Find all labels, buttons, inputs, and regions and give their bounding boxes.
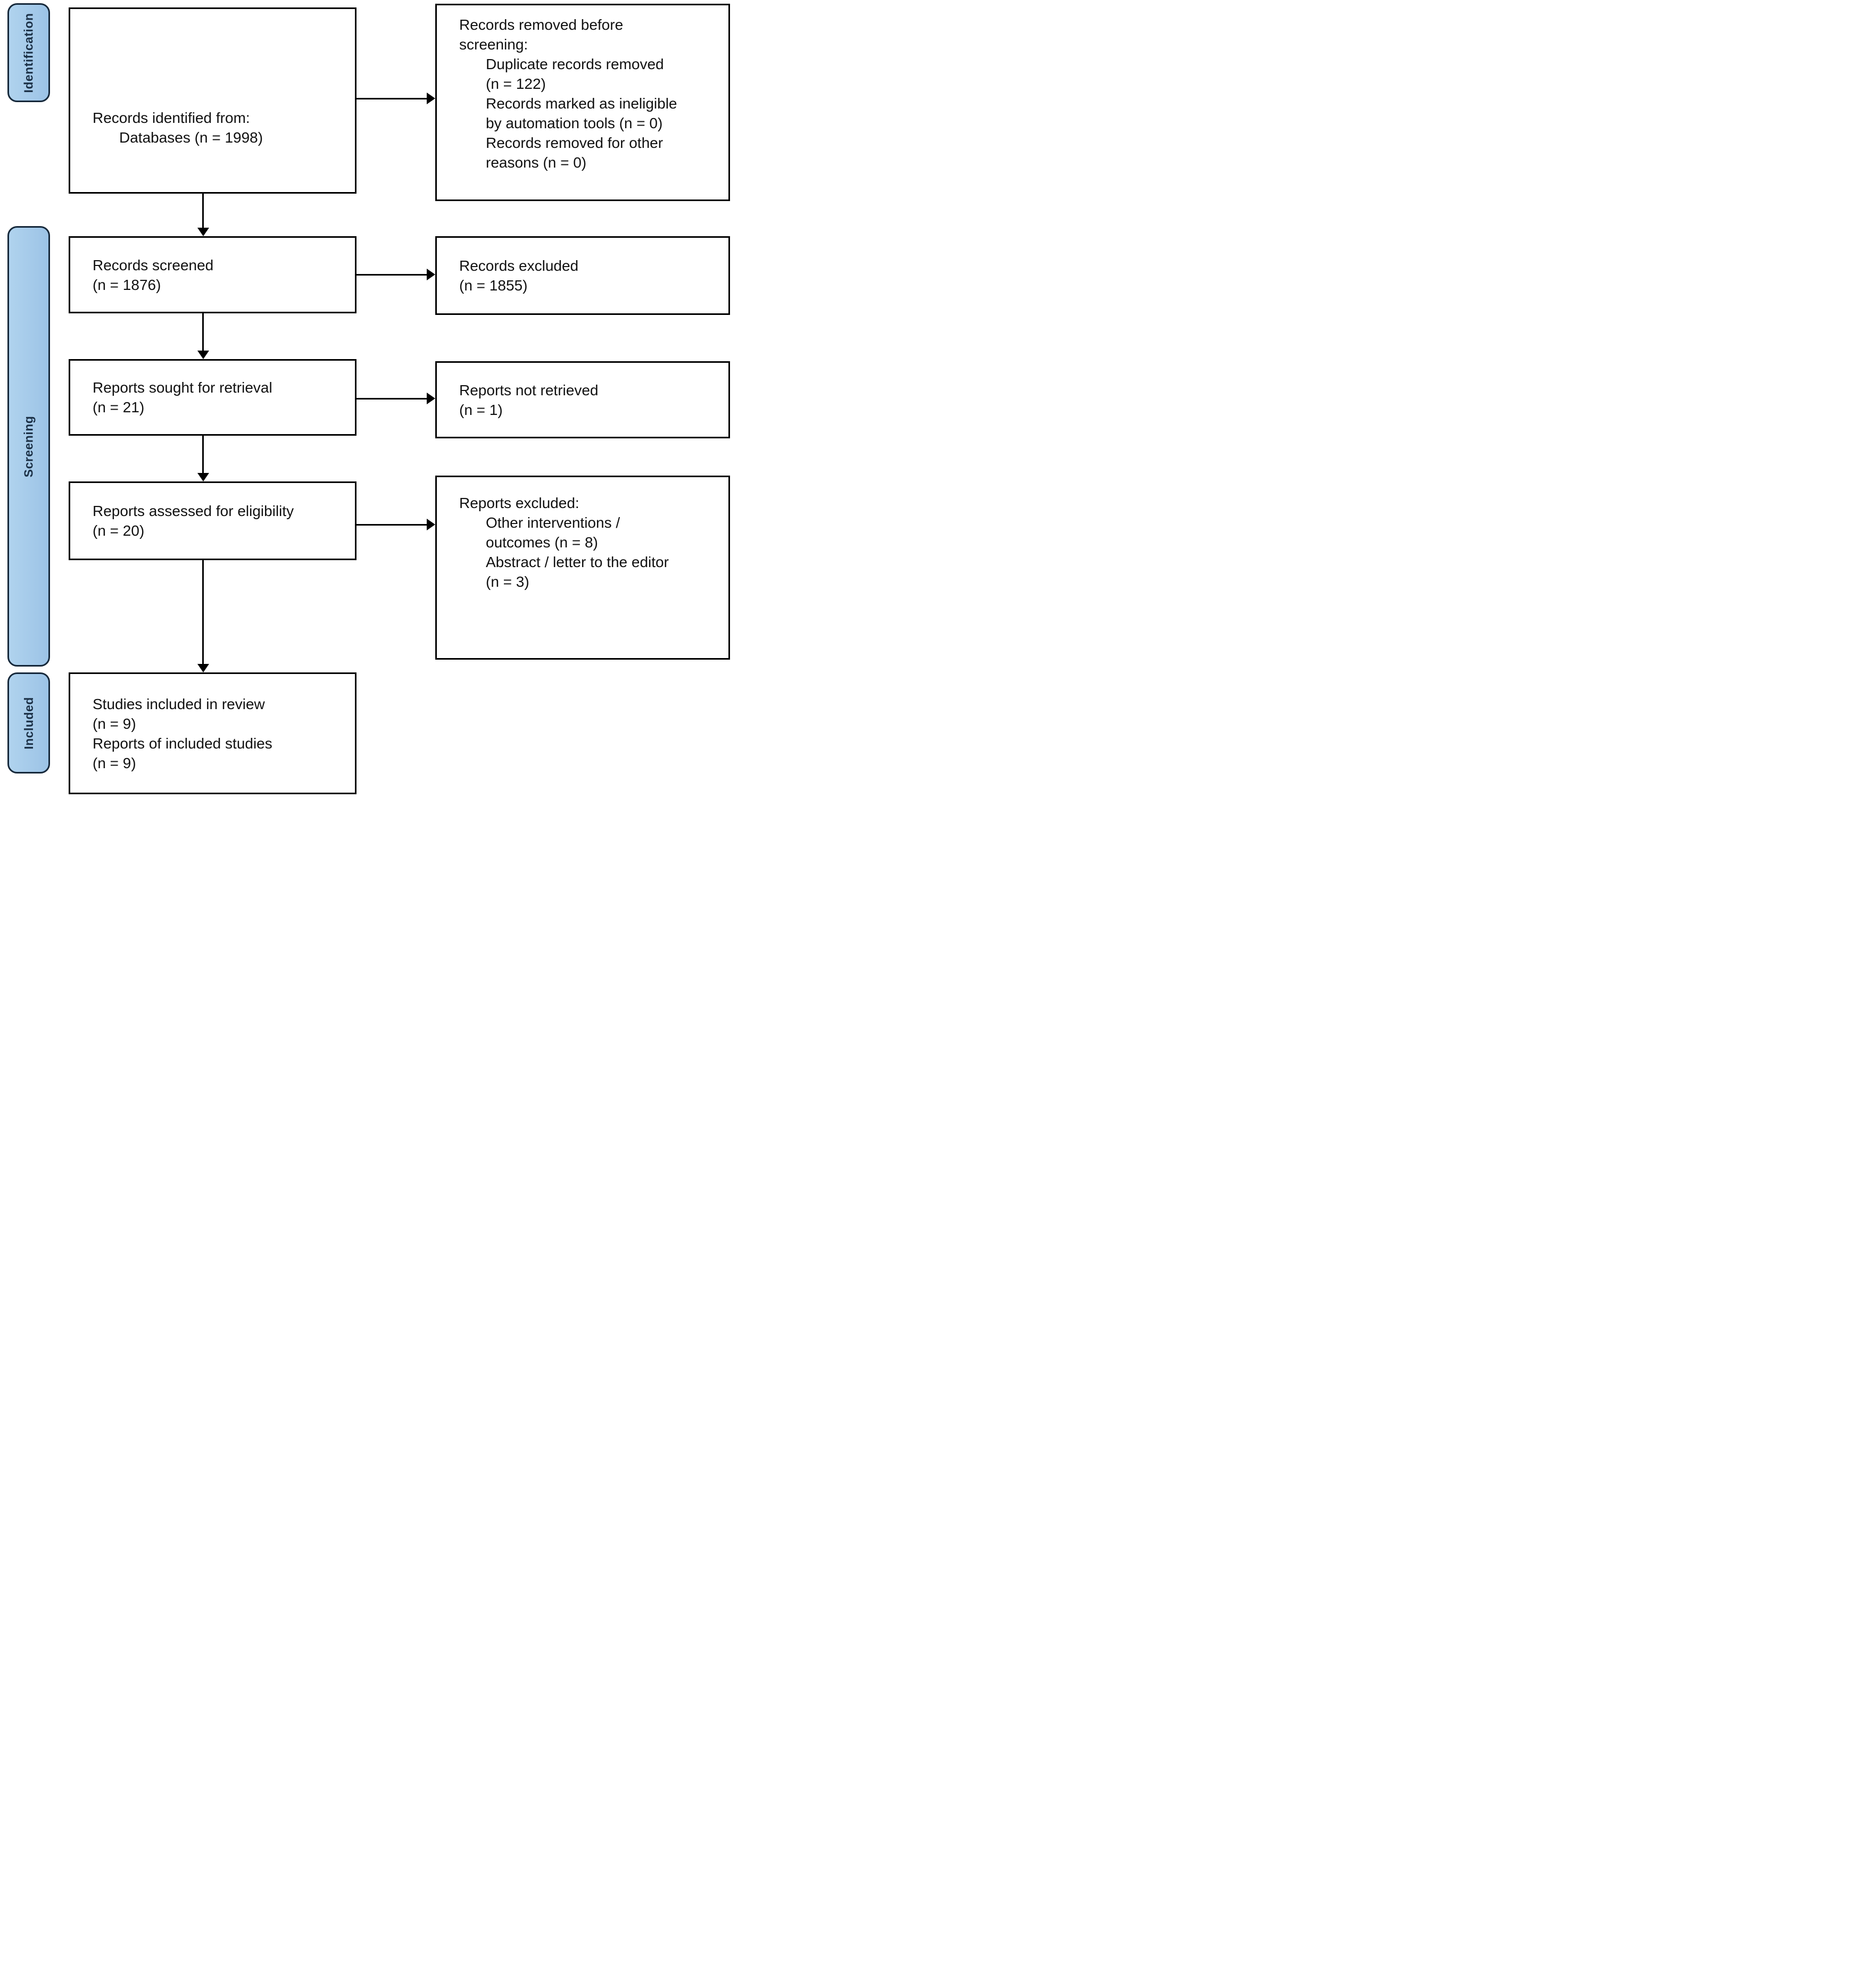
box-text-line: (n = 1855) [459,277,528,294]
box-text-line: (n = 1876) [93,276,161,293]
box-text-line: (n = 21) [93,399,145,415]
box-text-line: reasons (n = 0) [486,154,587,171]
phase-bar-screening: Screening [7,226,50,667]
phase-label-screening: Screening [21,415,36,477]
box-text-line: (n = 1) [459,401,503,418]
box-text-line: (n = 9) [93,715,136,732]
box-text-line: Reports assessed for eligibility [93,503,294,519]
box-text-line: Other interventions / [486,514,620,531]
box-text-line: Databases (n = 1998) [119,129,263,146]
box-text-line: (n = 20) [93,522,145,539]
arrow-line [202,194,204,229]
box-reports-assessed: Reports assessed for eligibility (n = 20… [69,481,356,560]
box-text-line: Reports not retrieved [459,381,599,398]
arrow-line [202,313,204,352]
phase-label-included: Included [21,696,36,750]
box-text-line: Records excluded [459,257,579,274]
box-text-line: Reports sought for retrieval [93,379,272,396]
box-text-line: Duplicate records removed [486,56,664,72]
phase-label-identification: Identification [21,12,36,93]
box-text-line: (n = 9) [93,754,136,771]
box-text-line: by automation tools (n = 0) [486,115,663,131]
box-text-line: Records removed for other [486,135,664,151]
box-text-line: Studies included in review [93,695,265,712]
box-text-line: (n = 122) [486,76,546,92]
box-text-line: Records marked as ineligible [486,95,677,112]
arrow-down-icon [197,473,209,481]
arrow-line [356,274,427,276]
phase-bar-included: Included [7,672,50,773]
box-text-line: (n = 3) [486,573,529,590]
arrow-down-icon [197,664,209,672]
box-studies-included: Studies included in review (n = 9) Repor… [69,672,356,794]
arrow-right-icon [427,519,435,530]
arrow-line [202,436,204,474]
box-reports-not-retrieved: Reports not retrieved (n = 1) [435,361,730,438]
arrow-line [356,398,427,400]
arrow-right-icon [427,269,435,280]
box-text-line: Records removed before [459,16,624,33]
box-text-line: outcomes (n = 8) [486,534,598,551]
prisma-flow-diagram: Identification Screening Included Record… [0,0,740,798]
arrow-line [356,524,427,526]
arrow-right-icon [427,393,435,404]
box-records-identified: Records identified from: Databases (n = … [69,7,356,194]
arrow-down-icon [197,351,209,359]
box-records-excluded: Records excluded (n = 1855) [435,236,730,315]
box-text-line: Reports excluded: [459,495,579,511]
arrow-right-icon [427,93,435,104]
box-reports-sought: Reports sought for retrieval (n = 21) [69,359,356,436]
box-records-screened: Records screened (n = 1876) [69,236,356,313]
box-text-line: Abstract / letter to the editor [486,554,669,570]
arrow-line [202,560,204,665]
arrow-line [356,98,427,99]
box-records-removed-before-screening: Records removed before screening: Duplic… [435,4,730,201]
box-text-line: Records identified from: [93,110,250,126]
arrow-down-icon [197,228,209,236]
box-text-line: screening: [459,36,528,53]
box-reports-excluded: Reports excluded: Other interventions / … [435,476,730,660]
box-text-line: Reports of included studies [93,735,272,752]
phase-bar-identification: Identification [7,3,50,102]
box-text-line: Records screened [93,256,214,273]
